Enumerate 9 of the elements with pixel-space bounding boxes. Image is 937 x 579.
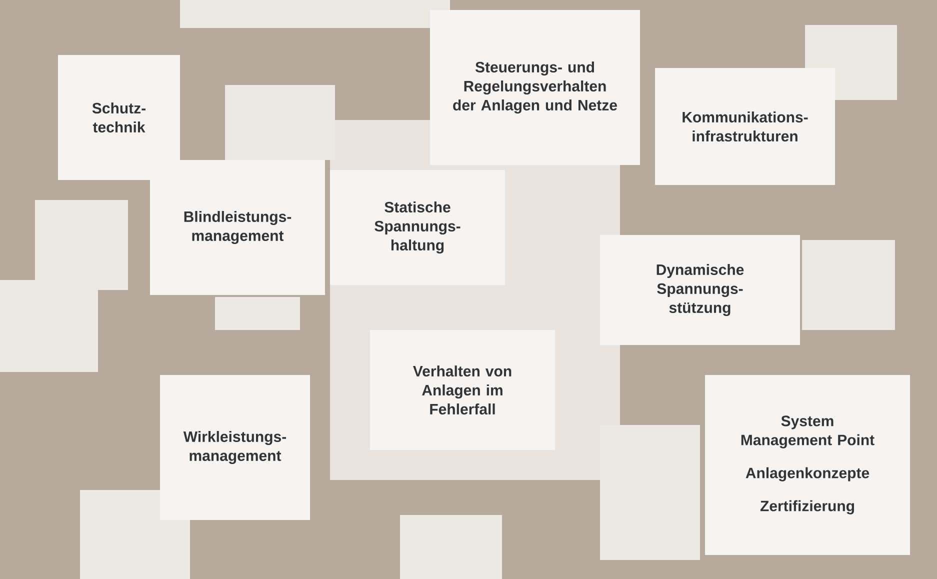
- text-box: Verhalten von Anlagen im Fehlerfall: [370, 330, 555, 450]
- text-box: Steuerungs- und Regelungsverhalten der Anlagen und Netze: [430, 10, 640, 165]
- text-box: Blindleistungs- management: [150, 160, 325, 295]
- text-box: System Management Point Anlagenkonzepte Zertifizierung: [705, 375, 910, 555]
- text-box: Kommunikations- infrastrukturen: [655, 68, 835, 185]
- text-box: Dynamische Spannungs- stützung: [600, 235, 800, 345]
- text-box: Schutz- technik: [58, 55, 180, 180]
- text-box: Statische Spannungs- haltung: [330, 170, 505, 285]
- text-box: Wirkleistungs- management: [160, 375, 310, 520]
